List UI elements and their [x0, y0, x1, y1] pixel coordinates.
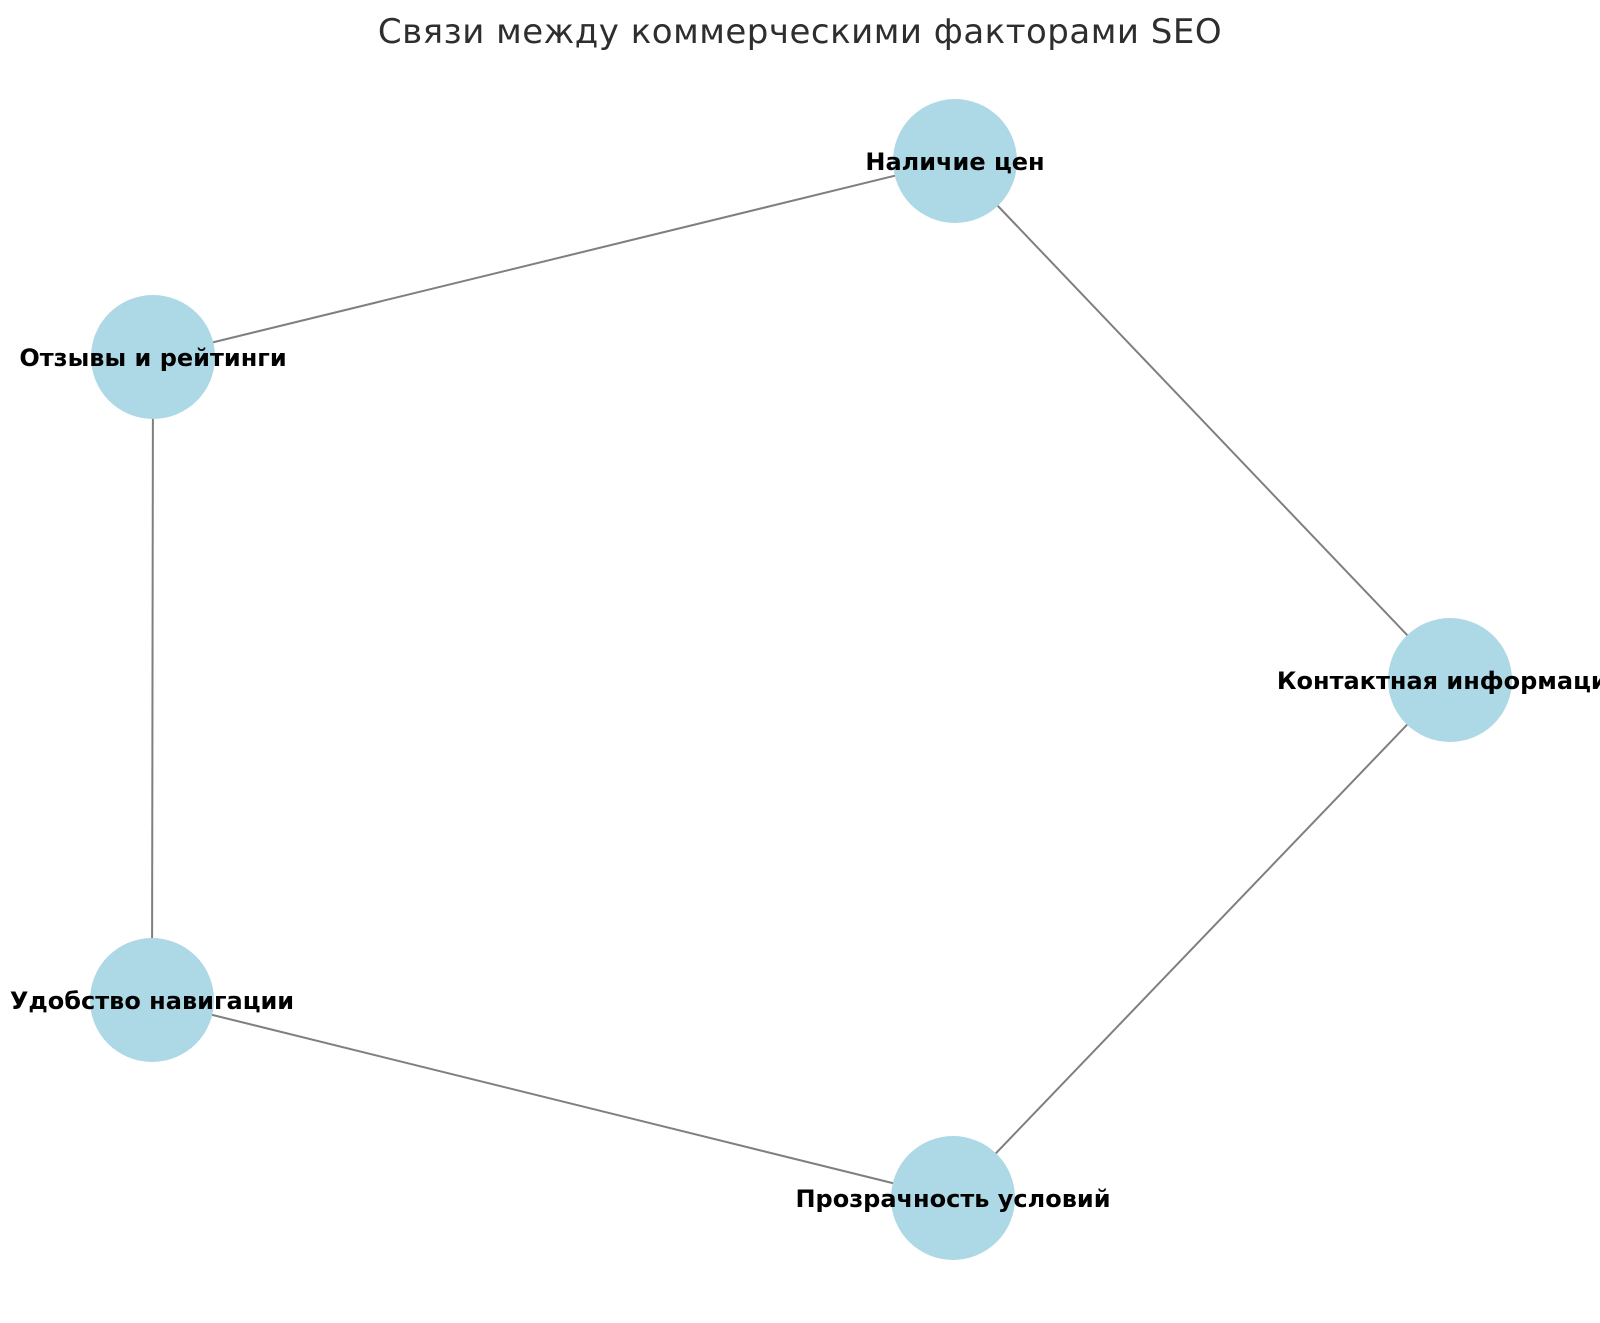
graph-node-contact — [1388, 618, 1512, 742]
graph-node-reviews — [91, 295, 215, 419]
graph-node-label-prices: Наличие цен — [865, 148, 1044, 176]
diagram-title: Связи между коммерческими факторами SEO — [377, 12, 1223, 52]
graph-node-prices — [893, 99, 1017, 223]
graph-node-navigation — [90, 938, 214, 1062]
graph-node-label-navigation: Удобство навигации — [10, 987, 294, 1015]
graph-node-transparency — [891, 1136, 1015, 1260]
graph-node-label-contact: Контактная информация — [1277, 667, 1600, 695]
graph-edge-transparency-contact — [952, 679, 1451, 1199]
graph-edge-prices-reviews — [152, 160, 956, 358]
graph-edge-reviews-navigation — [151, 356, 154, 1001]
graph-edge-navigation-transparency — [151, 999, 954, 1199]
graph-edge-prices-contact — [954, 160, 1451, 681]
graph-node-label-transparency: Прозрачность условий — [795, 1185, 1110, 1213]
graph-node-label-reviews: Отзывы и рейтинги — [19, 344, 286, 372]
